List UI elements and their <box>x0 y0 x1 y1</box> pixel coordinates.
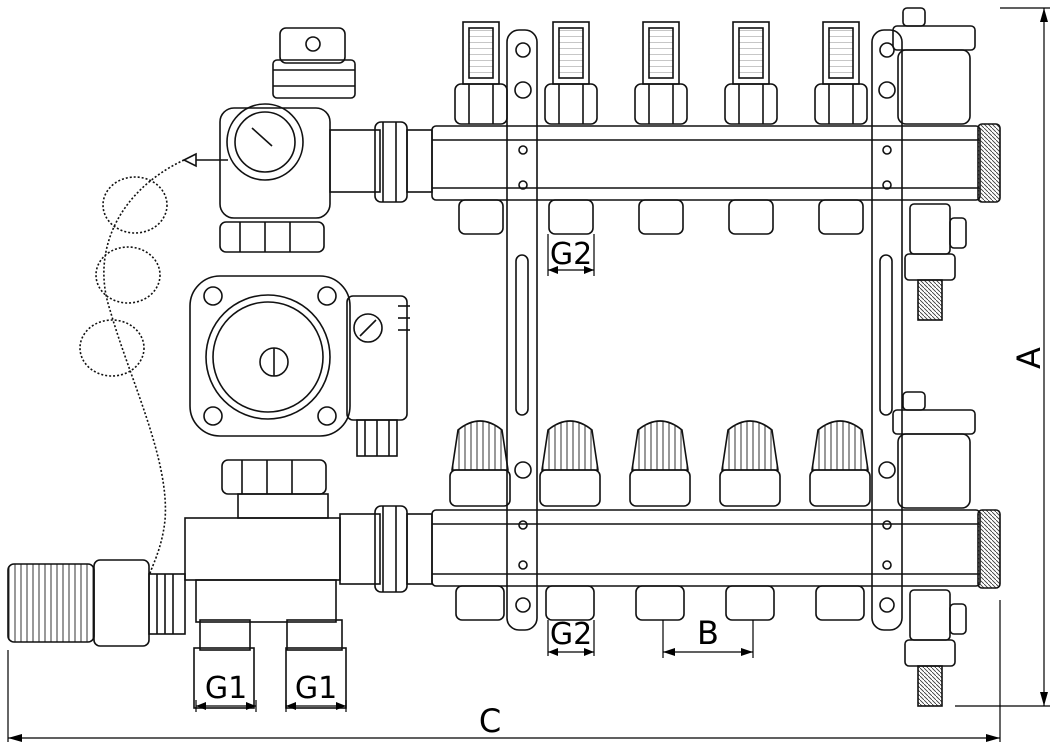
dimension-g2-top <box>547 234 595 276</box>
flow-meter <box>454 21 508 235</box>
mixing-group <box>7 27 433 709</box>
dimension-g2-bottom <box>547 620 595 656</box>
thermometer-gauge <box>226 103 304 181</box>
valve-cap <box>719 420 781 621</box>
label-b: B <box>697 614 719 652</box>
air-vent-top <box>892 7 976 125</box>
drain-valve-top <box>904 203 967 321</box>
label-a: A <box>1010 347 1048 369</box>
flow-meters <box>454 21 868 235</box>
valve-cap <box>629 420 691 621</box>
mounting-bracket-right <box>871 29 903 631</box>
label-g2-bottom: G2 <box>550 617 592 652</box>
flow-meter <box>544 21 598 235</box>
valve-cap <box>449 420 511 621</box>
supply-manifold-bar <box>431 123 1001 203</box>
flow-meter <box>724 21 778 235</box>
dimension-g1-left <box>195 700 257 712</box>
valve-cap <box>539 420 601 621</box>
dimension-c <box>7 600 1001 742</box>
air-vent-bottom <box>892 391 976 509</box>
circulation-pump <box>189 275 351 437</box>
drain-valve-bottom <box>904 589 967 707</box>
dimension-b <box>662 620 754 658</box>
valve-cap <box>809 420 871 621</box>
return-manifold-bar <box>431 509 1001 589</box>
valve-caps <box>449 420 871 621</box>
label-g2-top: G2 <box>550 237 592 272</box>
thermostatic-actuator <box>7 563 95 643</box>
label-g1-left: G1 <box>205 671 247 706</box>
label-c: C <box>479 702 501 740</box>
mounting-bracket-left <box>506 29 538 631</box>
label-g1-right: G1 <box>295 671 337 706</box>
flow-meter <box>814 21 868 235</box>
flow-meter <box>634 21 688 235</box>
dimension-a <box>955 7 1050 707</box>
dimension-g1-right <box>285 700 347 712</box>
